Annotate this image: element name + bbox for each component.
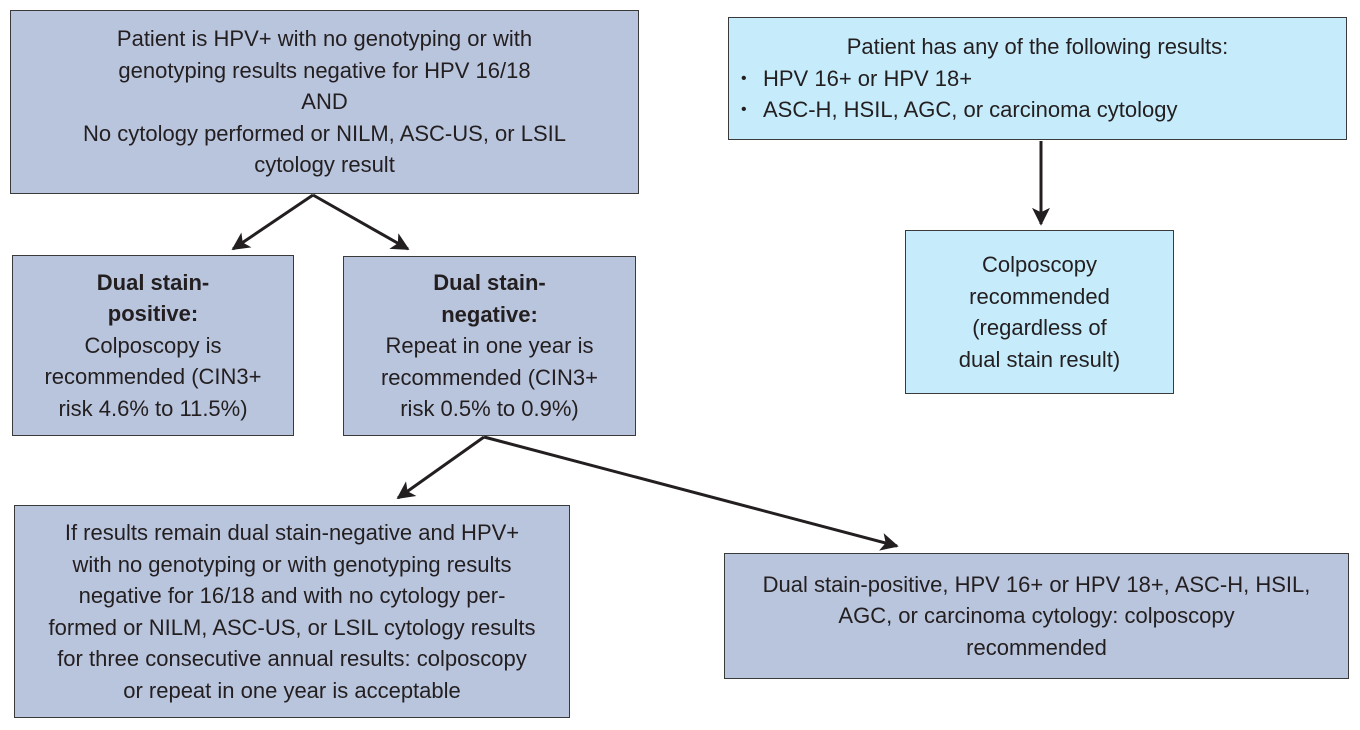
box-title-line: positive: (107, 301, 199, 327)
box-text-line: recommended (CIN3+ (380, 364, 599, 390)
box-text-line: formed or NILM, ASC-US, or LSIL cytology… (48, 614, 536, 640)
high-risk-list: • HPV 16+ or HPV 18+ • ASC-H, HSIL, AGC,… (729, 63, 1346, 126)
box-text-line: If results remain dual stain-negative an… (64, 520, 520, 545)
box-text-line: for three consecutive annual results: co… (57, 646, 527, 671)
box-text-line: Colposcopy (982, 252, 1097, 277)
box-text-line: risk 4.6% to 11.5%) (58, 395, 248, 421)
arrow-to-bottom-left (396, 435, 485, 500)
box-text-line: AND (301, 89, 348, 115)
hpv-positive-condition-box: Patient is HPV+ with no genotyping or wi… (10, 10, 639, 194)
high-risk-results-box: Patient has any of the following results… (728, 17, 1347, 140)
list-item: • HPV 16+ or HPV 18+ (741, 63, 1346, 95)
box-text-line: recommended (966, 634, 1107, 660)
three-year-followup-box: If results remain dual stain-negative an… (14, 505, 570, 718)
box-text-line: negative for 16/18 and with no cytology … (78, 583, 506, 608)
box-text-line: genotyping results negative for HPV 16/1… (118, 57, 531, 83)
box-text-line: (regardless of (972, 315, 1107, 340)
box-text-line: recommended (CIN3+ (44, 364, 262, 390)
box-text-line: Dual stain-positive, HPV 16+ or HPV 18+,… (762, 571, 1311, 597)
box-text-line: Repeat in one year is (385, 333, 594, 359)
box-text-line: risk 0.5% to 0.9%) (400, 396, 579, 422)
box-text-line: cytology result (254, 152, 395, 178)
dual-stain-positive-box: Dual stain- positive: Colposcopy is reco… (12, 255, 294, 436)
box-text-line: with no genotyping or with genotyping re… (72, 551, 512, 577)
box-text-line: dual stain result) (958, 346, 1121, 372)
box-text-line: Colposcopy is (84, 332, 222, 358)
dual-stain-negative-box: Dual stain- negative: Repeat in one year… (343, 256, 636, 436)
high-risk-heading: Patient has any of the following results… (846, 34, 1229, 60)
box-text-line: No cytology performed or NILM, ASC-US, o… (83, 120, 566, 146)
bullet-icon: • (741, 101, 747, 119)
box-text-line: Patient is HPV+ with no genotyping or wi… (116, 26, 533, 52)
box-title-line: Dual stain- (96, 269, 210, 295)
bullet-icon: • (741, 69, 747, 87)
list-item-text: ASC-H, HSIL, AGC, or carcinoma cytology (763, 97, 1178, 123)
arrow-to-dual-stain-positive (231, 193, 314, 251)
list-item-text: HPV 16+ or HPV 18+ (763, 65, 973, 91)
box-text-line: recommended (969, 283, 1110, 309)
box-text-line: or repeat in one year is acceptable (123, 677, 461, 703)
box-title-line: Dual stain- (433, 270, 546, 296)
box-text-line: AGC, or carcinoma cytology: colposcopy (838, 603, 1235, 629)
box-title-line: negative: (441, 301, 538, 327)
list-item: • ASC-H, HSIL, AGC, or carcinoma cytolog… (741, 94, 1346, 126)
arrow-to-dual-stain-negative (312, 193, 410, 251)
colposcopy-recommended-box: Colposcopy recommended (regardless of du… (905, 230, 1174, 394)
followup-colposcopy-box: Dual stain-positive, HPV 16+ or HPV 18+,… (724, 553, 1349, 679)
